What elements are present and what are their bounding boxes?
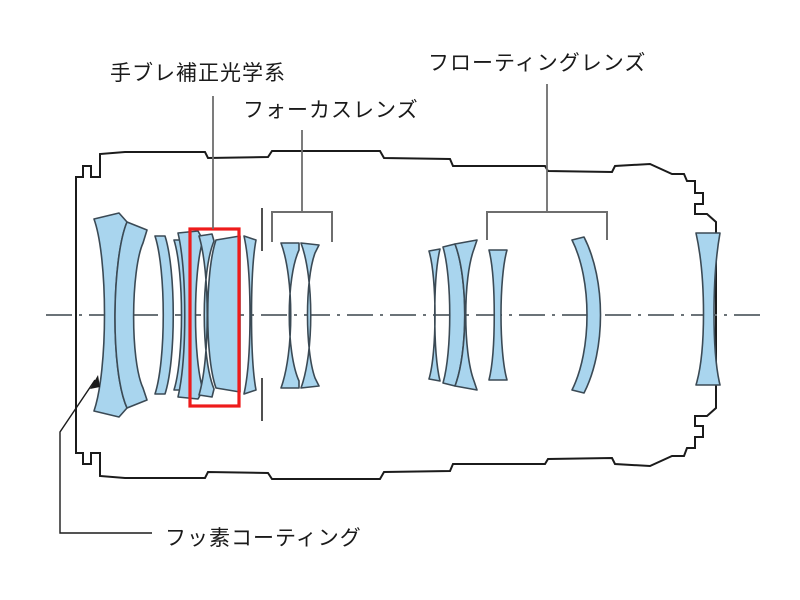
lens-element-7 (206, 235, 241, 393)
lens-elements-group (93, 212, 721, 418)
fluorine-coating-arrow (59, 375, 152, 534)
lens-element-14 (488, 249, 508, 381)
lens-barrel-outline (75, 150, 717, 480)
image-stabilizer-highlight-box (188, 227, 241, 408)
lens-element-16 (695, 232, 721, 386)
label-focus-lens: フォーカスレンズ (243, 98, 419, 122)
lens-element-11 (428, 248, 441, 382)
lens-element-3 (154, 235, 175, 395)
label-floating-lens: フローティングレンズ (428, 51, 646, 75)
lens-element-9 (280, 242, 300, 389)
lens-element-2 (114, 221, 148, 409)
label-image-stabilizer: 手ブレ補正光学系 (110, 61, 286, 85)
lens-element-15 (571, 236, 602, 394)
focus-lens-bracket (271, 130, 333, 242)
lens-element-13 (454, 239, 478, 391)
lens-element-10 (300, 242, 320, 389)
floating-lens-bracket (486, 84, 608, 240)
label-fluorine-coating: フッ素コーティング (165, 526, 362, 550)
lens-element-6 (198, 233, 215, 398)
lens-element-8 (243, 235, 257, 395)
